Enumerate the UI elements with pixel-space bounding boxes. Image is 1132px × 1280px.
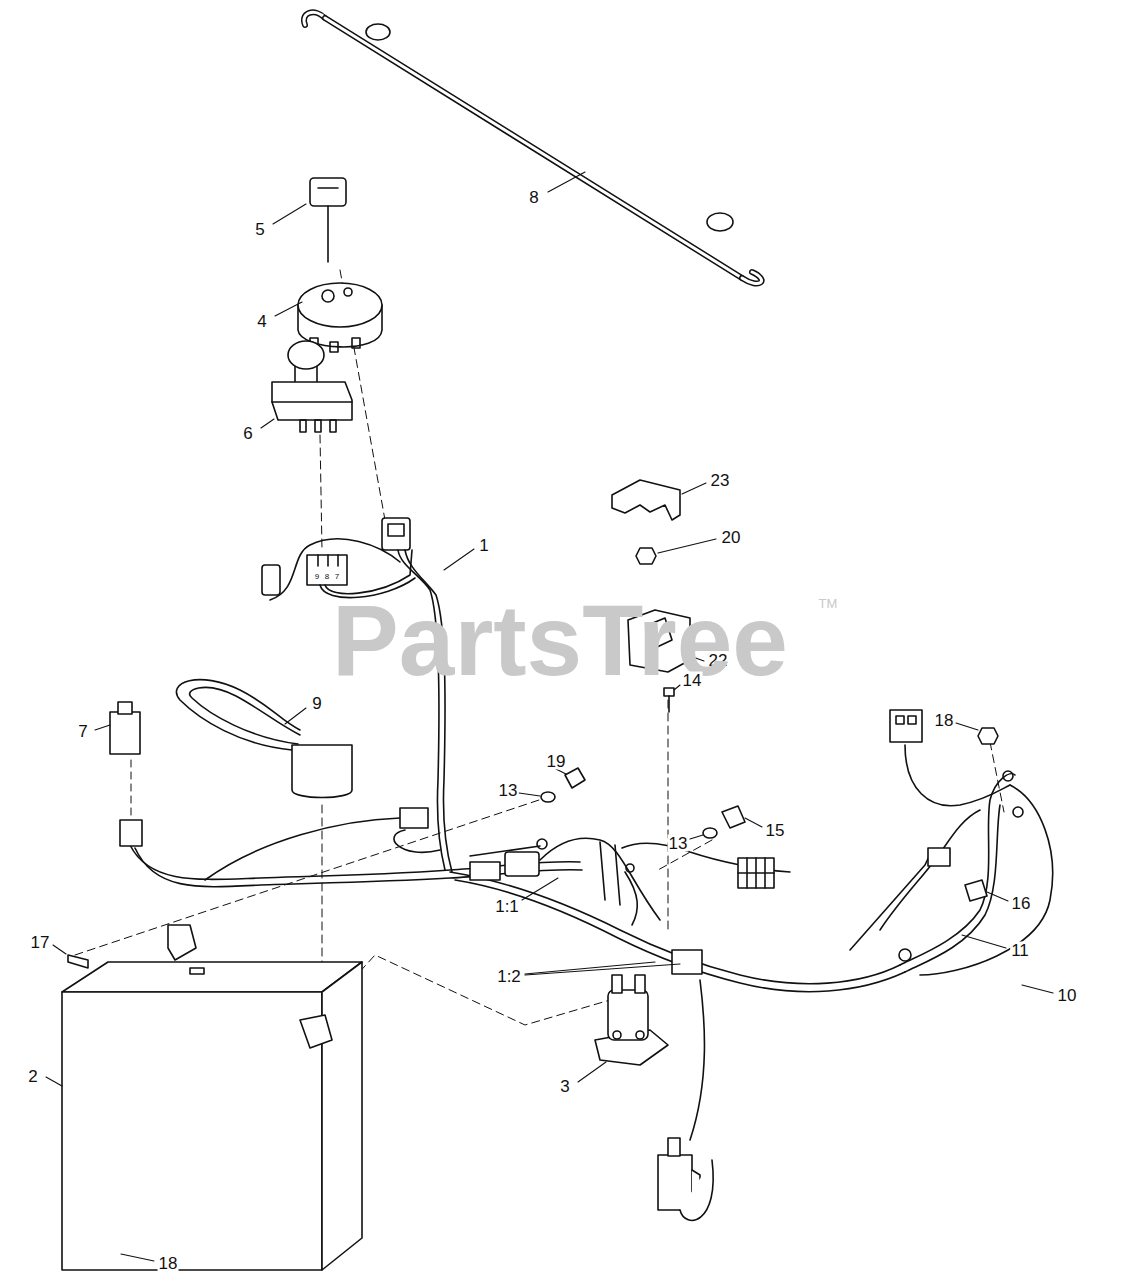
callout-number: 11 <box>1010 942 1030 959</box>
callout-number: 8 <box>528 189 539 206</box>
callout-number: 9 <box>311 695 322 712</box>
wire-harness <box>850 710 1053 975</box>
callout-number: 20 <box>721 529 742 546</box>
callout-number: 19 <box>546 753 567 770</box>
callout-number: 1:2 <box>496 968 522 985</box>
watermark: PartsTree <box>332 590 788 690</box>
pto-switch <box>272 341 352 432</box>
relay <box>110 702 142 846</box>
callout-number: 23 <box>710 472 731 489</box>
leader-line <box>46 172 1053 1261</box>
callout-number: 15 <box>765 822 786 839</box>
support-rod <box>304 12 761 283</box>
battery-cable <box>176 680 352 990</box>
starter-solenoid <box>595 975 668 1065</box>
callout-number: 3 <box>559 1078 570 1095</box>
callout-number: 2 <box>27 1068 38 1085</box>
switch-plug <box>382 518 410 550</box>
callout-number: 7 <box>77 723 88 740</box>
callout-number: 13 <box>498 782 519 799</box>
pin-number: 7 <box>335 573 339 581</box>
callout-number: 5 <box>254 221 265 238</box>
trademark-mark: TM <box>819 597 838 610</box>
safety-switch <box>658 1138 713 1220</box>
callout-number: 1 <box>478 537 489 554</box>
harness-plug <box>738 858 774 888</box>
callout-number: 17 <box>30 934 51 951</box>
callout-number: 16 <box>1011 895 1032 912</box>
callout-number: 10 <box>1057 987 1078 1004</box>
battery <box>62 925 362 1270</box>
callout-number: 18 <box>158 1255 179 1272</box>
callout-number: 6 <box>242 425 253 442</box>
pin-number: 9 <box>315 573 319 581</box>
switch-plug <box>307 555 347 585</box>
callout-number: 1:1 <box>494 898 520 915</box>
callout-number: 18 <box>934 712 955 729</box>
ignition-key <box>310 178 346 262</box>
callout-number: 14 <box>682 672 703 689</box>
callout-number: 4 <box>256 313 267 330</box>
callout-number: 13 <box>668 835 689 852</box>
pin-number: 8 <box>325 573 329 581</box>
